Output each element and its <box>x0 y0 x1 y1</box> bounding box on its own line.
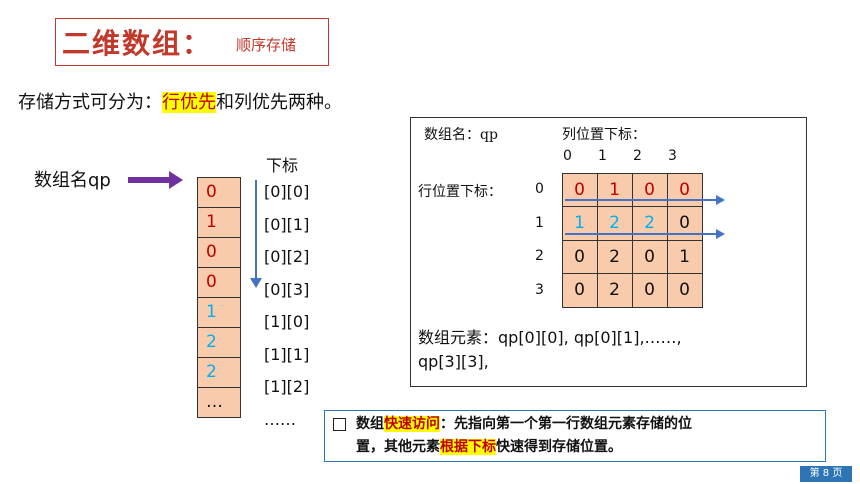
down-arrow-head <box>250 278 262 288</box>
column-index-label: 列位置下标： <box>562 127 646 143</box>
intro-prefix: 存储方式可分为： <box>18 92 162 113</box>
intro-suffix: 和列优先两种。 <box>216 92 342 113</box>
elements-line-2: qp[3][3], <box>418 352 489 371</box>
title-box <box>55 18 329 66</box>
memory-cell: … <box>197 388 241 418</box>
matrix-cell: 1 <box>666 239 703 274</box>
row1-scan-arrow-head <box>716 229 725 239</box>
subscript-item: [0][0] <box>264 182 310 201</box>
note-highlight-2: 根据下标 <box>440 439 496 455</box>
memory-cell: 1 <box>197 208 241 238</box>
matrix-name-label: 数组名：qp <box>424 127 498 143</box>
memory-cell: 2 <box>197 358 241 388</box>
checkbox-bullet-icon <box>333 418 346 431</box>
row-index-label: 行位置下标： <box>418 184 502 200</box>
row-index: 0 <box>535 181 544 197</box>
row1-scan-arrow <box>565 233 717 235</box>
memory-cell: 0 <box>197 238 241 268</box>
matrix-cell: 1 <box>561 206 598 241</box>
row-index: 1 <box>535 214 544 231</box>
note-part-3: 置，其他元素 <box>356 439 440 455</box>
row0-scan-arrow-head <box>716 195 725 205</box>
subscript-item: …… <box>264 409 296 429</box>
memory-cell: 0 <box>197 177 241 208</box>
note-highlight-1: 快速访问 <box>384 416 440 432</box>
matrix-cell: 0 <box>631 239 668 274</box>
matrix-cell: 0 <box>561 273 598 308</box>
array-name-label: 数组名qp <box>34 170 111 191</box>
matrix-cell: 2 <box>596 273 633 308</box>
subscript-item: [1][0] <box>264 312 310 331</box>
matrix-cell: 0 <box>561 172 598 207</box>
slide-subtitle: 顺序存储 <box>236 36 297 54</box>
matrix-cell: 1 <box>596 172 633 207</box>
elements-line-1: 数组元素：qp[0][0], qp[0][1],……, <box>418 328 682 347</box>
note-part-1: 数组 <box>356 416 384 432</box>
pointer-arrow-head <box>169 171 183 189</box>
column-index: 0 <box>563 148 572 164</box>
memory-cell: 2 <box>197 328 241 358</box>
matrix-cell: 2 <box>596 206 633 241</box>
matrix-cell: 0 <box>666 206 703 241</box>
pointer-arrow <box>128 177 170 183</box>
matrix-cell: 0 <box>561 239 598 274</box>
matrix-cell: 0 <box>666 273 703 308</box>
subscript-list: [0][0] [0][1] [0][2] [0][3] [1][0] [1][1] [1][… <box>264 177 309 437</box>
matrix-cell: 0 <box>666 172 703 207</box>
memory-cell: 0 <box>197 268 241 298</box>
page-number: 第 8 页 <box>800 466 852 482</box>
subscript-item: [0][2] <box>264 247 310 266</box>
matrix-cell: 0 <box>631 273 668 308</box>
matrix-cell: 2 <box>631 206 668 241</box>
column-index: 1 <box>598 148 607 164</box>
matrix-cell: 0 <box>631 172 668 207</box>
row0-scan-arrow <box>565 199 717 201</box>
column-index: 2 <box>633 148 642 164</box>
matrix-cell: 2 <box>596 239 633 274</box>
row-index: 3 <box>535 281 544 298</box>
slide-title: 二维数组： <box>62 27 213 60</box>
subscript-item: [0][3] <box>264 279 310 299</box>
subscript-header: 下标 <box>266 156 299 175</box>
row-index: 2 <box>535 248 544 264</box>
note-part-2: ：先指向第一个第一行数组元素存储的位 <box>440 416 692 432</box>
note-line-2: 置，其他元素根据下标快速得到存储位置。 <box>356 436 622 456</box>
down-arrow <box>255 180 257 280</box>
intro-text: 存储方式可分为：行优先和列优先两种。 <box>18 88 342 114</box>
subscript-item: [0][1] <box>264 214 310 234</box>
note-part-4: 快速得到存储位置。 <box>496 439 622 455</box>
matrix-elements-text: 数组元素：qp[0][0], qp[0][1],……, qp[3][3], <box>418 326 798 374</box>
memory-cell: 1 <box>197 298 241 328</box>
intro-highlight: 行优先 <box>162 92 216 113</box>
column-index: 3 <box>668 148 677 164</box>
subscript-item: [1][1] <box>264 344 310 364</box>
subscript-item: [1][2] <box>264 377 310 396</box>
note-line-1: 数组快速访问：先指向第一个第一行数组元素存储的位 <box>356 413 826 435</box>
